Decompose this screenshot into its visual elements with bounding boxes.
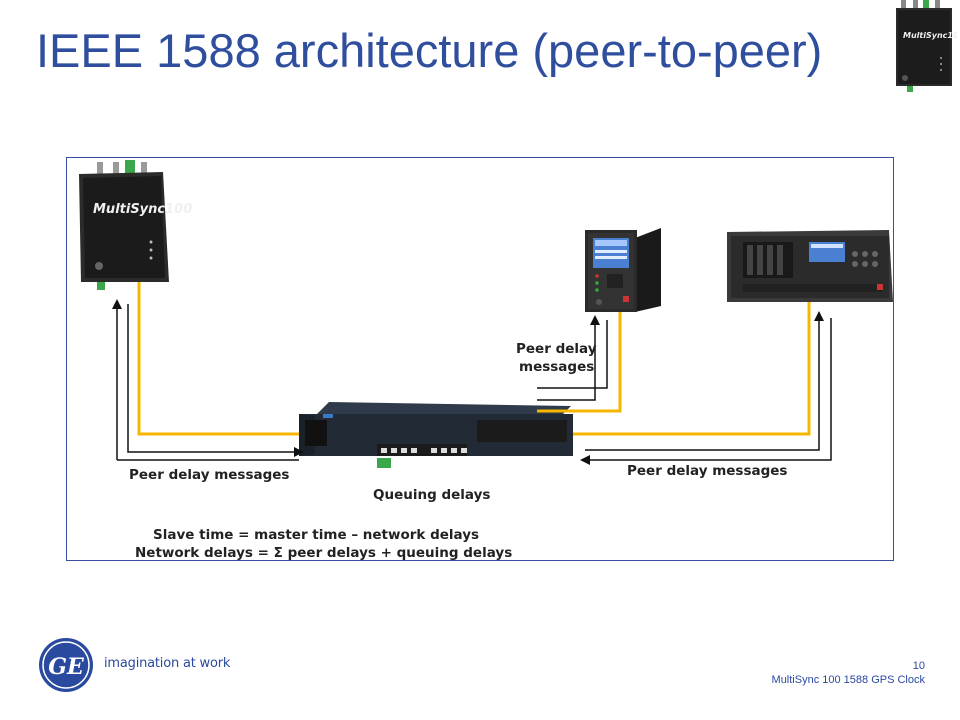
gps-clock-brand-text: MultiSync100 xyxy=(93,202,192,217)
ptp-diagram: MultiSync100 xyxy=(79,160,893,561)
peer-delay-label-relay-1: Peer delay xyxy=(516,341,597,357)
footer-product-name: MultiSync 100 1588 GPS Clock xyxy=(771,674,925,686)
equation-slave-time: Slave time = master time – network delay… xyxy=(153,527,479,543)
ge-logo-text: GE xyxy=(48,654,85,680)
ethernet-switch-device xyxy=(299,402,573,468)
yellow-links xyxy=(137,282,811,436)
equation-network-delays: Network delays = Σ peer delays + queuing… xyxy=(135,545,512,561)
gps-clock-device: MultiSync100 xyxy=(79,160,192,290)
peer-delay-arrows xyxy=(112,299,832,465)
peer-delay-label-left: Peer delay messages xyxy=(129,467,289,483)
peer-delay-label-right: Peer delay messages xyxy=(627,463,787,479)
ge-logo-icon: GE xyxy=(39,638,93,692)
corner-gps-clock-image: MultiSync100 xyxy=(896,0,957,92)
protection-relay-device xyxy=(585,228,661,312)
corner-brand-text: MultiSync100 xyxy=(903,31,957,40)
diagram-frame: MultiSync100 xyxy=(66,157,894,561)
queuing-delays-label: Queuing delays xyxy=(373,487,490,503)
rack-relay-device xyxy=(727,230,893,302)
tagline: imagination at work xyxy=(104,656,231,671)
peer-delay-label-relay-2: messages xyxy=(519,359,594,375)
page-number: 10 xyxy=(912,660,925,672)
slide-title: IEEE 1588 architecture (peer-to-peer) xyxy=(36,24,823,77)
